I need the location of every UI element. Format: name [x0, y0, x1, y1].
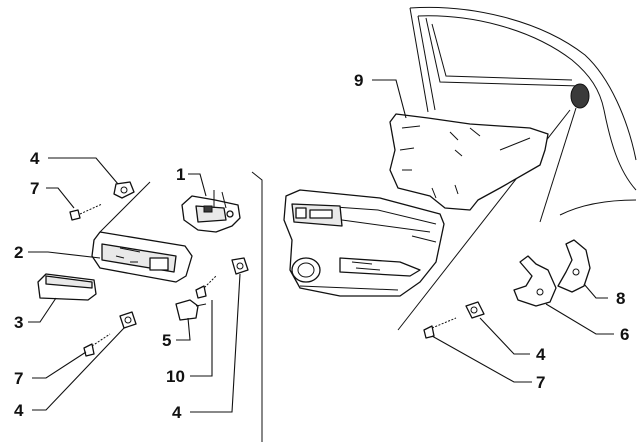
trim-panel-part-9 — [389, 113, 549, 211]
screw-part-7-top — [69, 203, 103, 221]
nut-part-4-center — [231, 257, 249, 275]
leader-lines — [28, 79, 614, 413]
callout-8: 8 — [616, 289, 625, 308]
callout-4-top: 4 — [30, 149, 40, 168]
callout-10: 10 — [166, 367, 185, 386]
screw-part-7-left — [83, 333, 111, 357]
callout-3: 3 — [14, 313, 23, 332]
clip-part-5 — [175, 299, 207, 321]
screw-part-7-right — [423, 317, 457, 339]
nut-part-4-left — [119, 311, 137, 329]
callout-7-bottom-left: 7 — [14, 369, 23, 388]
callout-4-bottom-left: 4 — [14, 401, 24, 420]
callout-2: 2 — [14, 243, 23, 262]
callout-5: 5 — [162, 331, 171, 350]
callout-1: 1 — [176, 165, 185, 184]
callout-9: 9 — [354, 71, 363, 90]
inner-handle-part-1 — [181, 190, 241, 233]
door-panel — [283, 189, 445, 297]
door-hinge-dark-spot — [570, 83, 590, 109]
callout-4-bottom-center: 4 — [172, 403, 182, 422]
callout-6: 6 — [620, 325, 629, 344]
callout-7-top: 7 — [30, 179, 39, 198]
callout-4-right: 4 — [536, 345, 546, 364]
car-body-outline — [397, 6, 637, 331]
nut-part-4-top — [113, 181, 135, 199]
divider-line-left — [99, 181, 151, 233]
divider-line — [251, 171, 263, 442]
callout-7-right: 7 — [536, 373, 545, 392]
bracket-part-8 — [557, 239, 591, 293]
nut-part-4-right — [465, 301, 485, 319]
screw-part-10 — [195, 275, 217, 299]
handle-bezel-part-2 — [91, 231, 193, 283]
bracket-part-6 — [513, 255, 557, 307]
cover-cap-part-3 — [37, 273, 97, 301]
